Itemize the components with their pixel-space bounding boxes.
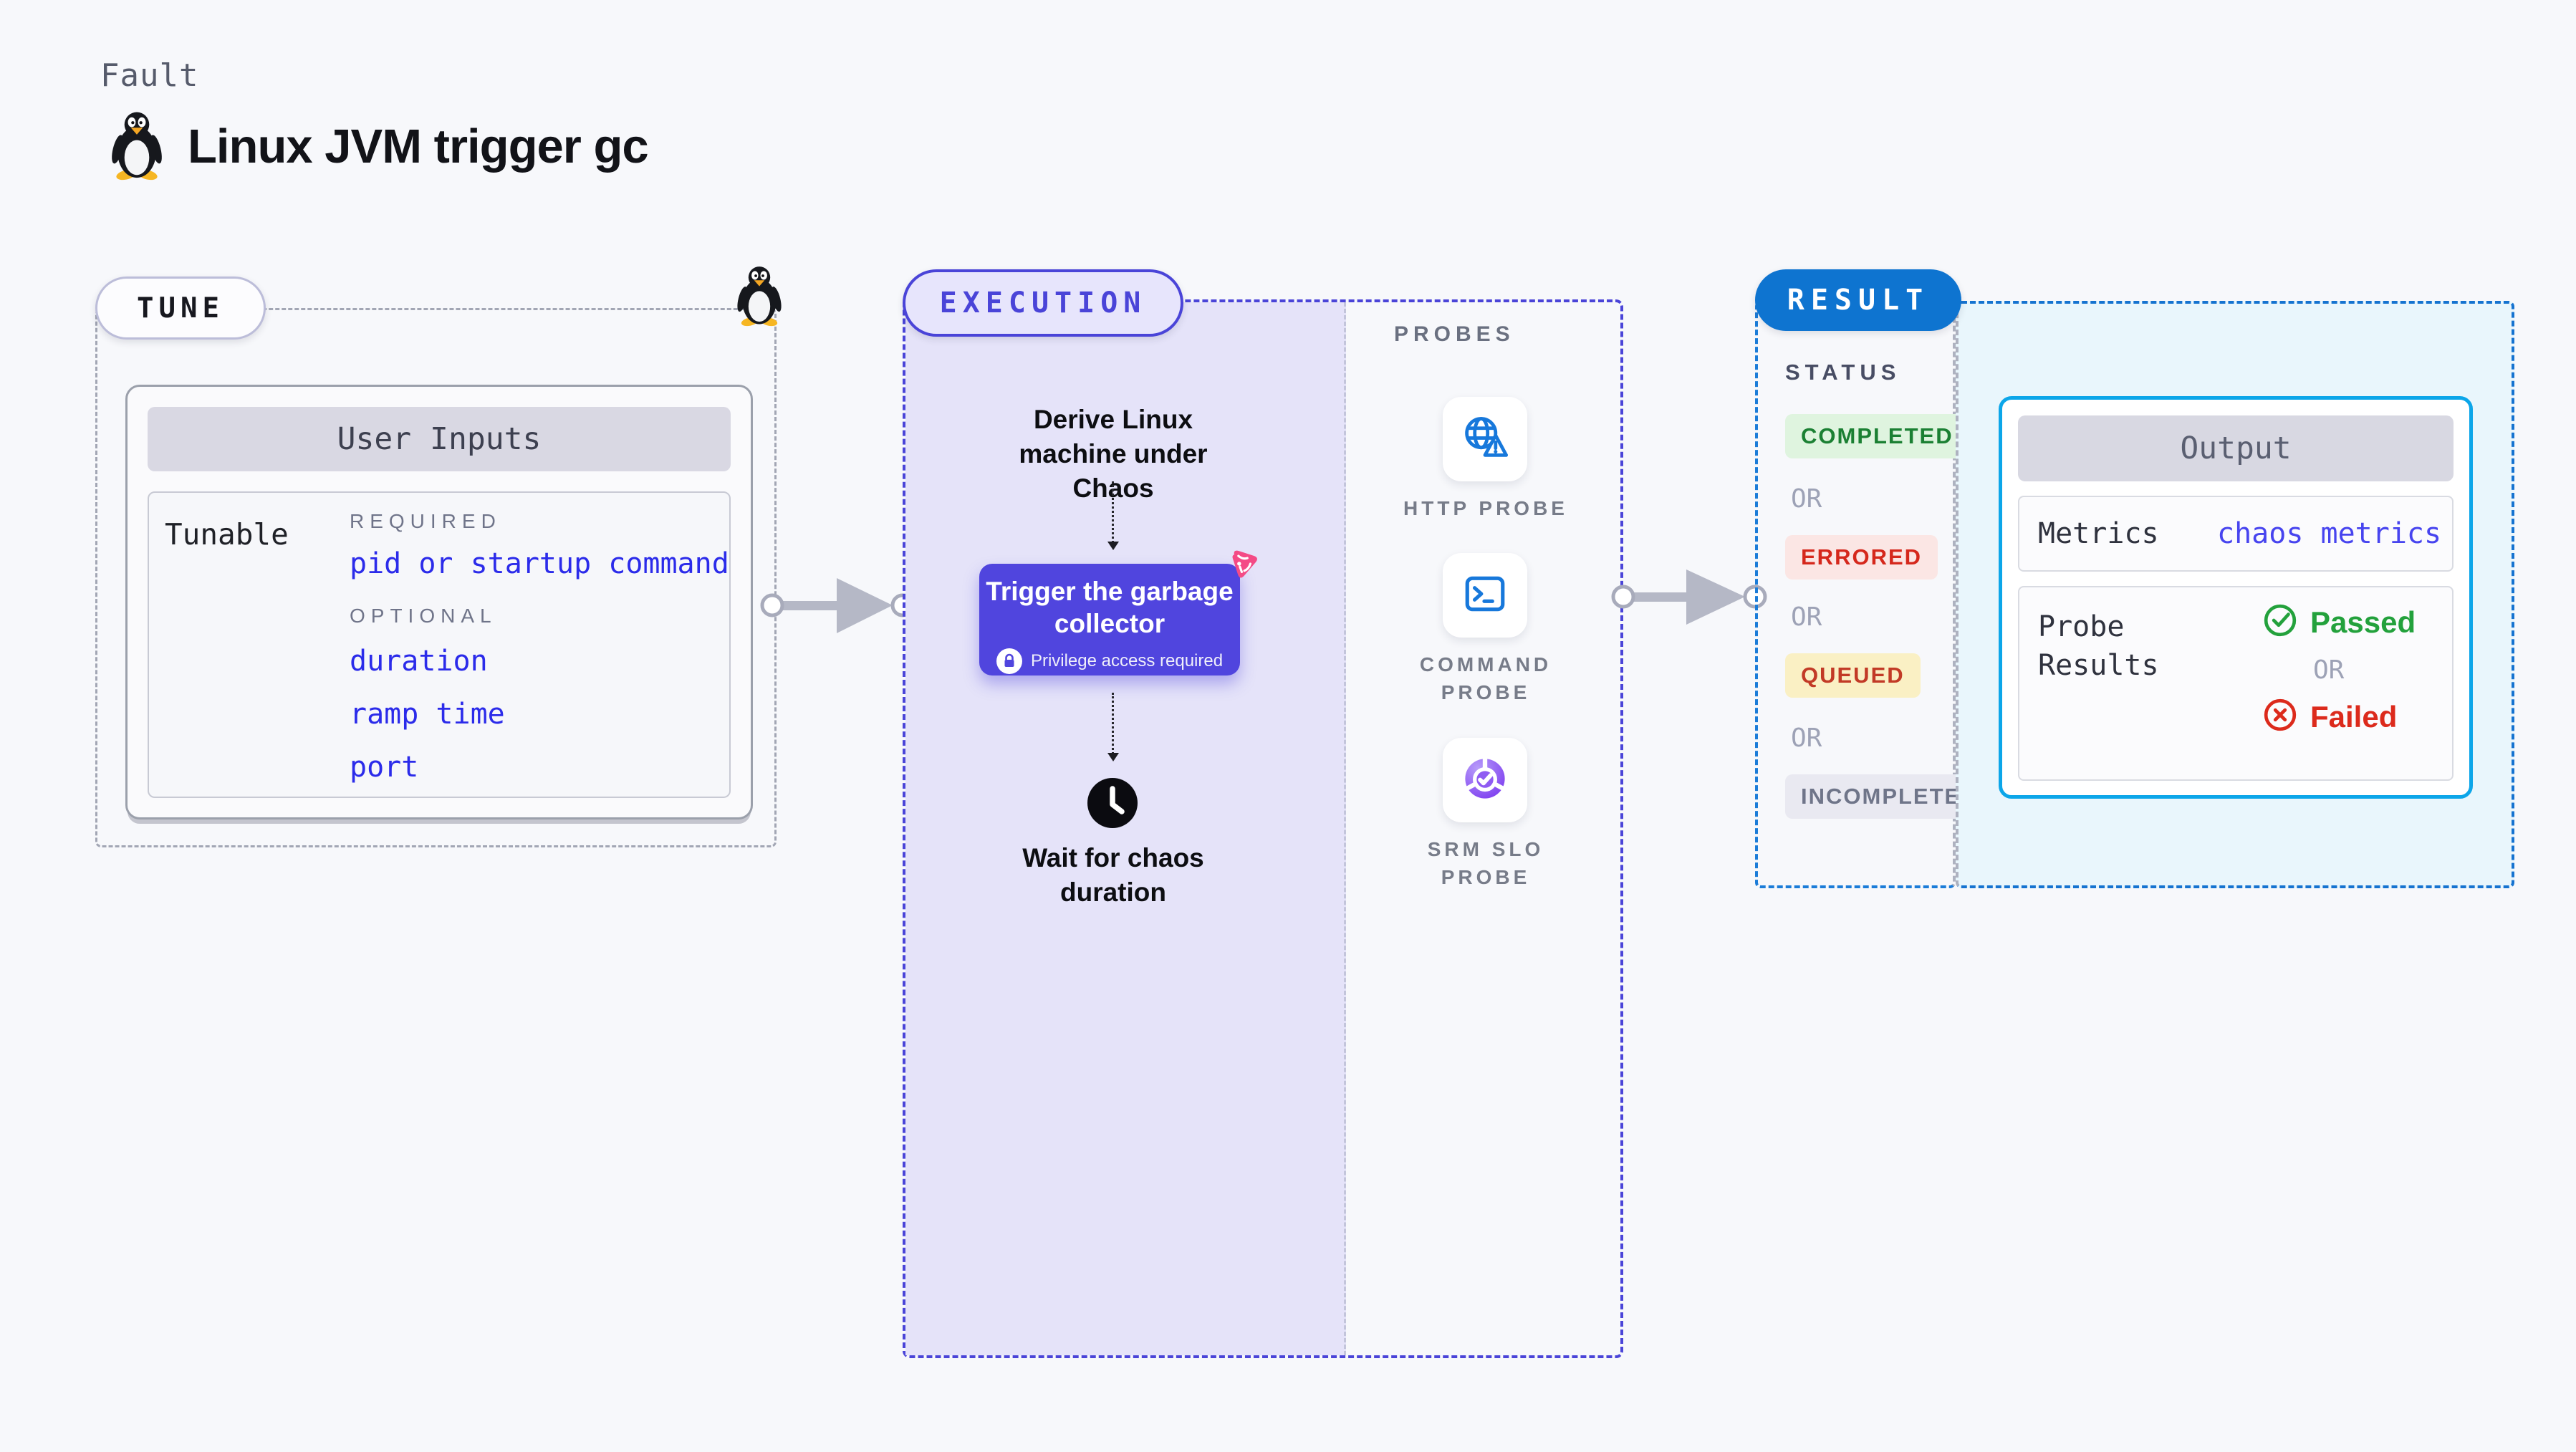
- user-inputs-body: Tunable REQUIRED pid or startup command …: [148, 491, 731, 798]
- globe-alert-icon: [1459, 414, 1511, 465]
- tune-badge: TUNE: [95, 277, 266, 340]
- user-inputs-title: User Inputs: [337, 421, 542, 457]
- or-separator: OR: [2313, 655, 2345, 685]
- user-inputs-card: User Inputs Tunable REQUIRED pid or star…: [125, 385, 753, 819]
- tunable-row-label: Tunable: [165, 517, 289, 552]
- linux-penguin-corner-icon: [734, 264, 785, 330]
- probes-label: PROBES: [1394, 322, 1515, 346]
- node-title: Trigger the garbage collector: [986, 577, 1234, 639]
- or-separator: OR: [1791, 602, 1822, 632]
- or-separator: OR: [1791, 484, 1822, 514]
- tune-badge-label: TUNE: [137, 292, 224, 324]
- failed-label: Failed: [2310, 699, 2398, 734]
- tune-to-execution-arrow: [758, 569, 915, 645]
- passed-row: Passed: [2263, 603, 2416, 641]
- status-badge-queued: QUEUED: [1785, 653, 1921, 698]
- slo-donut-icon: [1461, 754, 1509, 807]
- execution-to-result-arrow: [1609, 561, 1769, 636]
- check-circle-icon: [2263, 603, 2297, 641]
- http-probe-card: [1443, 397, 1527, 481]
- tunable-link-duration[interactable]: duration: [350, 645, 488, 678]
- x-circle-icon: [2263, 698, 2297, 736]
- http-probe-label: HTTP PROBE: [1403, 497, 1568, 519]
- tunable-link-ramp-time[interactable]: ramp time: [350, 698, 505, 731]
- page-header: Linux JVM trigger gc: [107, 109, 649, 184]
- output-title: Output: [2180, 431, 2292, 466]
- derive-step-text: Derive Linux machine under Chaos: [1019, 405, 1208, 504]
- page-title: Linux JVM trigger gc: [188, 120, 649, 173]
- metrics-row: Metrics chaos metrics: [2018, 496, 2454, 572]
- or-separator: OR: [1791, 723, 1822, 753]
- required-label: REQUIRED: [350, 510, 501, 532]
- srm-slo-probe-label: SRM SLO PROBE: [1427, 838, 1544, 889]
- terminal-icon: [1461, 572, 1509, 620]
- probe-results-row: Probe Results Passed OR: [2018, 586, 2454, 781]
- chaos-logo-icon: [1224, 547, 1260, 586]
- execution-badge: EXECUTION: [903, 269, 1183, 337]
- status-badge-completed: COMPLETED: [1785, 414, 1969, 458]
- command-probe-card: [1443, 553, 1527, 638]
- flow-connector-2: [1107, 693, 1119, 761]
- clock-icon: [1086, 777, 1139, 833]
- user-inputs-header: User Inputs: [148, 407, 731, 471]
- probe-results-values: Passed OR Failed: [2217, 587, 2416, 779]
- output-card: Output Metrics chaos metrics Probe Resul…: [1999, 396, 2473, 799]
- result-badge-label: RESULT: [1787, 284, 1930, 317]
- output-header: Output: [2018, 415, 2454, 481]
- command-probe-label: COMMAND PROBE: [1419, 653, 1552, 704]
- tunables-column: REQUIRED pid or startup command OPTIONAL…: [350, 510, 729, 784]
- srm-slo-probe-card: [1443, 738, 1527, 822]
- execution-badge-label: EXECUTION: [939, 287, 1147, 319]
- failed-row: Failed: [2263, 698, 2397, 736]
- status-badge-errored: ERRORED: [1785, 535, 1938, 580]
- optional-label: OPTIONAL: [350, 605, 497, 627]
- status-box: STATUS COMPLETED OR ERRORED OR QUEUED OR…: [1755, 301, 1994, 888]
- trigger-gc-node[interactable]: Trigger the garbage collector Privilege …: [979, 550, 1257, 675]
- linux-penguin-icon: [107, 109, 166, 184]
- tune-section-box: [95, 308, 777, 847]
- passed-label: Passed: [2310, 605, 2416, 639]
- probe-results-label: Probe Results: [2038, 610, 2159, 682]
- flow-connector-1: [1107, 481, 1119, 550]
- metrics-label: Metrics: [2038, 517, 2159, 550]
- wait-step-text: Wait for chaos duration: [1022, 843, 1204, 908]
- privilege-note-text: Privilege access required: [1030, 651, 1224, 671]
- execution-flow-panel: [905, 302, 1346, 1355]
- execution-section-box: Derive Linux machine under Chaos Trigger…: [903, 299, 1623, 1358]
- tunable-link-pid[interactable]: pid or startup command: [350, 547, 729, 580]
- status-label: STATUS: [1785, 360, 1901, 385]
- tunable-link-port[interactable]: port: [350, 751, 419, 784]
- lock-icon: [996, 648, 1022, 675]
- privilege-note: Privilege access required: [979, 648, 1240, 675]
- fault-kicker: Fault: [100, 57, 199, 94]
- result-badge: RESULT: [1755, 269, 1961, 331]
- chaos-metrics-link[interactable]: chaos metrics: [2217, 517, 2442, 550]
